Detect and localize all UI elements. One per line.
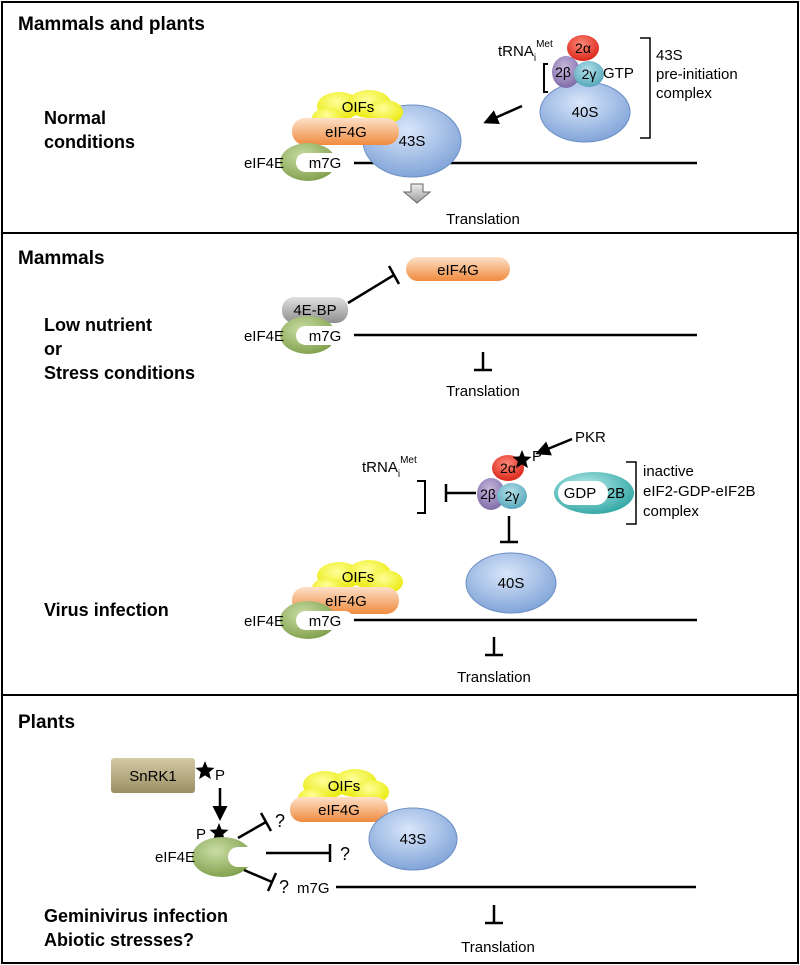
eif4g-protein xyxy=(292,118,399,145)
question-mark-2: ? xyxy=(340,844,350,864)
oifs-label-mid: OIFs xyxy=(342,569,375,586)
eif2-gamma-label-mid: 2γ xyxy=(505,488,520,504)
ribosome-43s-bottom xyxy=(368,807,458,871)
panel-middle-heading: Mammals xyxy=(18,248,105,269)
eif4e-label-3: eIF4E xyxy=(244,613,284,630)
complex-43s-line1: 43S xyxy=(656,47,683,64)
eif4e-label-plant: eIF4E xyxy=(155,849,195,866)
panel-bottom-frame xyxy=(1,694,799,964)
eif2-gamma-label-top: 2γ xyxy=(582,66,597,82)
trna-label-mid: tRNAiMet xyxy=(362,455,417,480)
inhibit-eif4g-question xyxy=(237,820,267,840)
gtp-label: GTP xyxy=(603,65,634,82)
panel-top-heading: Mammals and plants xyxy=(18,14,205,35)
eif4e-empty-pocket xyxy=(228,847,274,867)
m7g-cap-3 xyxy=(296,611,354,630)
eif4g-protein-free xyxy=(406,257,510,281)
phospho-star-icon-snrk1 xyxy=(195,761,215,780)
inactive-complex-line1: inactive xyxy=(643,463,694,480)
eif4g-label-free: eIF4G xyxy=(437,262,479,279)
eif2-beta-label-mid: 2β xyxy=(480,486,496,502)
eif4g-label-mid: eIF4G xyxy=(325,593,367,610)
eif4g-label: eIF4G xyxy=(325,124,367,141)
panel-bottom-heading: Plants xyxy=(18,712,75,733)
ribosome-40s-label-top: 40S xyxy=(572,104,599,121)
oifs-label: OIFs xyxy=(342,99,375,116)
inactive-complex-line2: eIF2-GDP-eIF2B xyxy=(643,483,756,500)
translation-label-top: Translation xyxy=(446,211,520,228)
phospho-star-icon-eif4e xyxy=(209,823,229,842)
snrk1-protein xyxy=(111,758,195,793)
trna-bracket-mid xyxy=(417,480,426,514)
eif2-gamma-mid xyxy=(497,483,527,509)
translation-label-mid2: Translation xyxy=(457,669,531,686)
ribosome-40s-label-mid: 40S xyxy=(498,575,525,592)
condition-geminivirus: Geminivirus infection xyxy=(44,906,228,926)
four-ebp-protein xyxy=(282,297,348,323)
condition-low-nutrient-line1: Low nutrient xyxy=(44,315,152,335)
pkr-label: PKR xyxy=(575,429,606,446)
eif2-beta-mid xyxy=(477,478,505,510)
complex-bracket-43s xyxy=(640,37,651,139)
eif2-gamma-top xyxy=(574,61,604,87)
m7g-label-3: m7G xyxy=(309,613,342,630)
condition-virus: Virus infection xyxy=(44,600,169,620)
arrow-40s-to-43s xyxy=(483,104,523,124)
condition-normal-line1: Normal xyxy=(44,108,106,128)
gdp-label: GDP xyxy=(564,485,597,502)
phospho-star-icon-mid xyxy=(512,450,532,469)
ribosome-43s-label: 43S xyxy=(399,133,426,150)
condition-low-nutrient-line3: Stress conditions xyxy=(44,363,195,383)
eif2-alpha-label-top: 2α xyxy=(575,40,591,56)
oifs-label-bottom: OIFs xyxy=(328,778,361,795)
phospho-label-snrk1: P xyxy=(215,767,225,784)
four-ebp-label: 4E-BP xyxy=(293,302,336,319)
translation-label-mid1: Translation xyxy=(446,383,520,400)
inhibit-4ebp-eif4g xyxy=(347,273,395,305)
m7g-label: m7G xyxy=(309,155,342,172)
trna-label-top: tRNAiMet xyxy=(498,39,553,64)
trna-bracket-top xyxy=(543,63,548,93)
question-mark-3: ? xyxy=(279,877,289,897)
phospho-label-eif4e: P xyxy=(196,826,206,843)
eif2-alpha-mid xyxy=(492,455,524,481)
eif2-beta-label-top: 2β xyxy=(555,64,571,80)
gdp-pocket xyxy=(558,481,608,505)
complex-43s-line2: pre-initiation xyxy=(656,66,738,83)
two-b-label: 2B xyxy=(607,485,625,502)
ribosome-40s-mid xyxy=(465,552,557,614)
m7g-label-2: m7G xyxy=(309,328,342,345)
inhibit-m7g-question xyxy=(243,868,273,884)
ribosome-43s-label-bottom: 43S xyxy=(400,831,427,848)
complex-43s-line3: complex xyxy=(656,85,712,102)
m7g-cap xyxy=(296,153,354,172)
eif2-beta-top xyxy=(552,56,580,88)
eif4g-protein-bottom xyxy=(290,797,388,822)
condition-abiotic: Abiotic stresses? xyxy=(44,930,194,950)
translation-label-bottom: Translation xyxy=(461,939,535,956)
translation-block-arrow xyxy=(402,183,432,204)
eif2-alpha-top xyxy=(567,35,599,61)
eif2-alpha-label-mid: 2α xyxy=(500,460,516,476)
condition-normal-line2: conditions xyxy=(44,132,135,152)
eif4e-protein-plant xyxy=(192,837,252,877)
snrk1-label: SnRK1 xyxy=(129,768,177,785)
m7g-label-plant: m7G xyxy=(297,880,330,897)
phospho-label-mid: P xyxy=(532,448,542,465)
condition-low-nutrient-line2: or xyxy=(44,339,62,359)
inactive-complex-line3: complex xyxy=(643,503,699,520)
question-mark-1: ? xyxy=(275,811,285,831)
eif4e-label: eIF4E xyxy=(244,155,284,172)
complex-bracket-inactive xyxy=(626,461,637,525)
arrow-pkr xyxy=(535,437,573,456)
m7g-cap-2 xyxy=(296,326,354,345)
eif4g-label-bottom: eIF4G xyxy=(318,802,360,819)
eif4e-label-2: eIF4E xyxy=(244,328,284,345)
